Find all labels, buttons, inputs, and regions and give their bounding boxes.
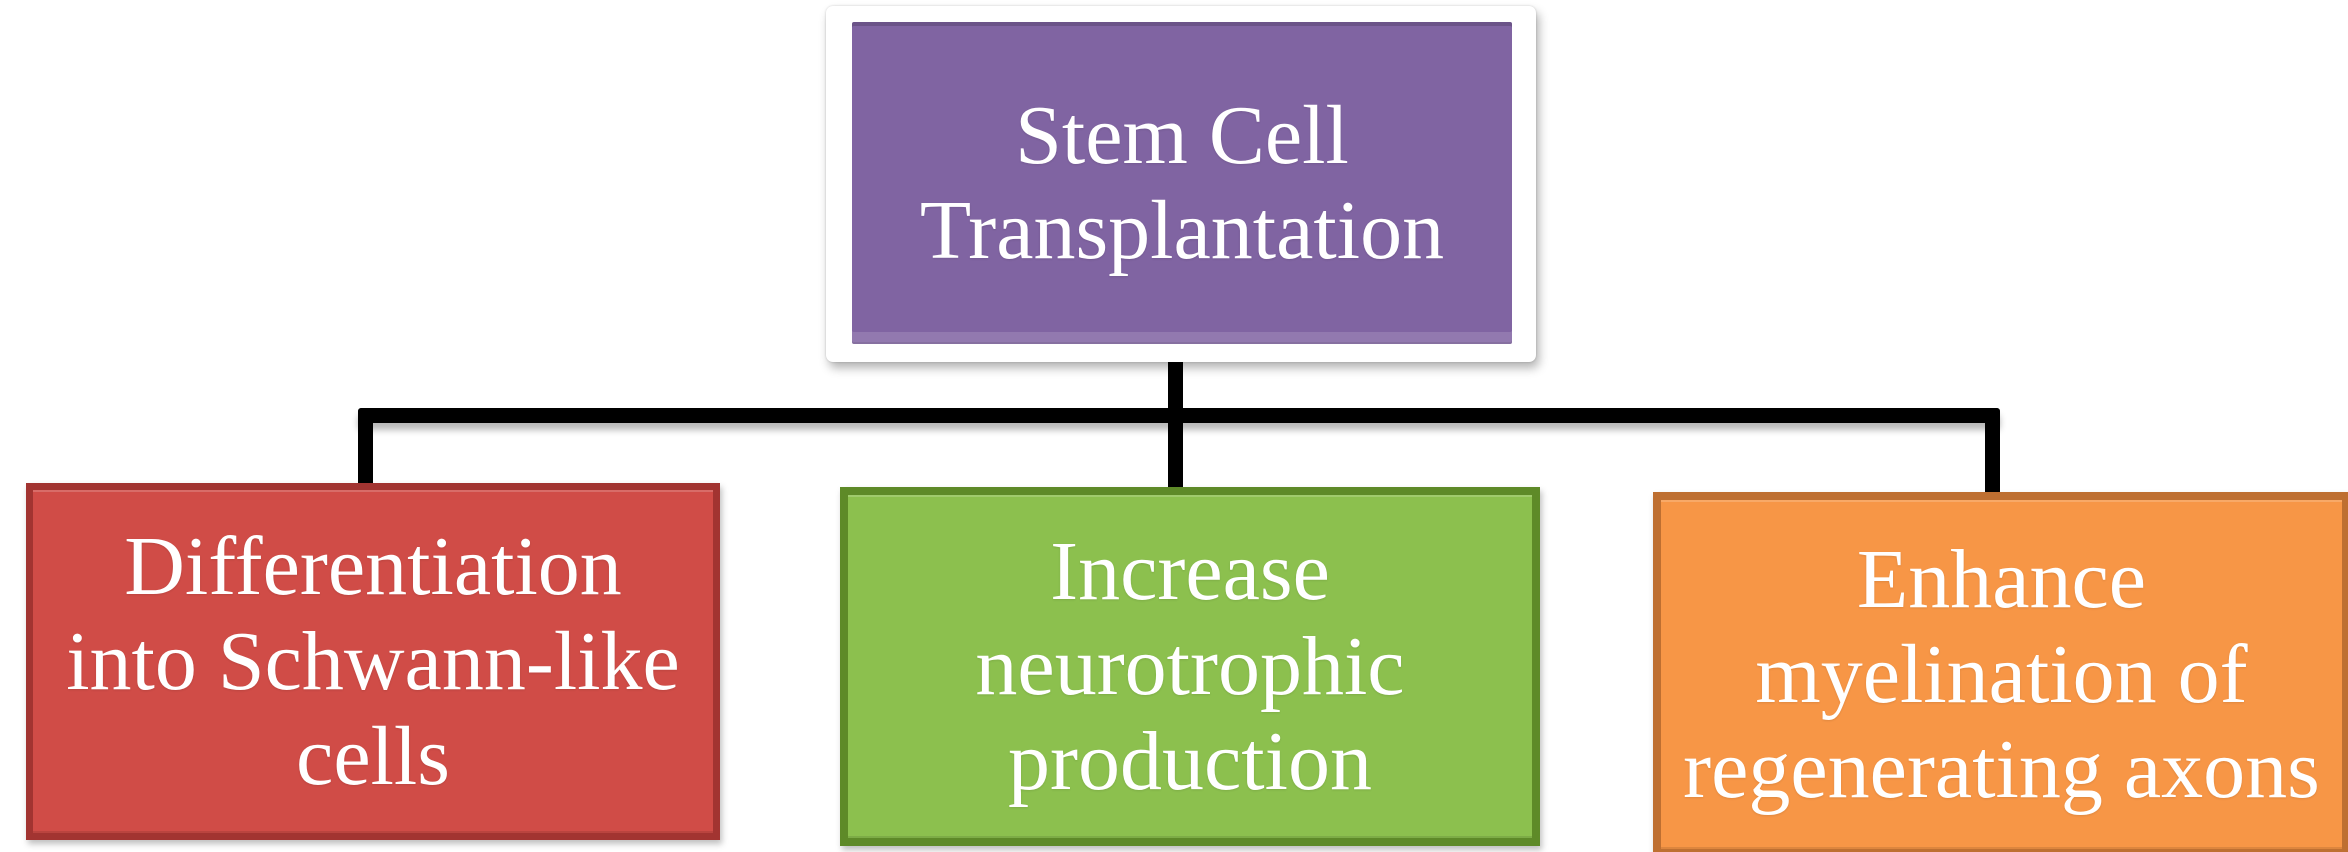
connector-horizontal-bar [358, 408, 2000, 423]
root-node-label: Stem Cell Transplantation [919, 89, 1445, 277]
child-node-increase-neurotrophic-production: Increase neurotrophic production [840, 487, 1540, 846]
root-node-frame: Stem Cell Transplantation [826, 6, 1536, 362]
child-node-label: Increase neurotrophic production [975, 525, 1405, 808]
connector-right-vertical [1985, 408, 2000, 496]
child-node-label: Differentiation into Schwann-like cells [66, 520, 680, 803]
child-node-differentiation-schwann-like-cells: Differentiation into Schwann-like cells [26, 483, 720, 840]
connector-left-vertical [358, 408, 373, 486]
child-node-label: Enhance myelination of regenerating axon… [1683, 533, 2320, 816]
root-node-stem-cell-transplantation: Stem Cell Transplantation [852, 22, 1512, 344]
child-node-enhance-myelination-regenerating-axons: Enhance myelination of regenerating axon… [1653, 492, 2348, 852]
